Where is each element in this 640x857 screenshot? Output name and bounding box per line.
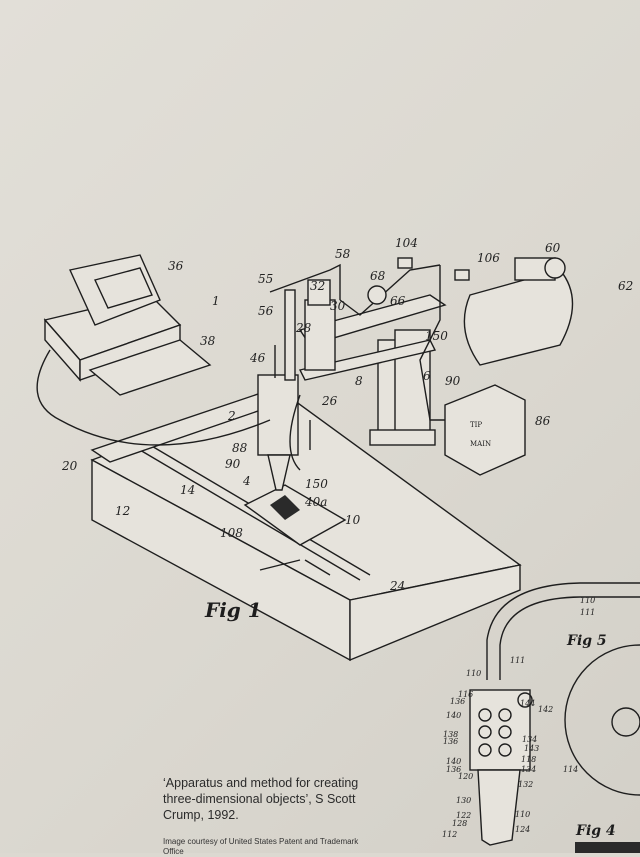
- gauge: [367, 285, 387, 305]
- ref-label: 128: [452, 819, 467, 828]
- caption-credit: Image courtesy of United States Patent a…: [163, 837, 359, 856]
- ref-label: 142: [538, 705, 553, 714]
- ref-label: 132: [518, 780, 533, 789]
- ref-label: 144: [520, 699, 535, 708]
- tank: [463, 269, 574, 366]
- extrusion-head: [257, 374, 299, 456]
- ref-label: 124: [515, 825, 530, 834]
- ref-label: 56: [258, 304, 274, 318]
- ref-label: 86: [535, 414, 551, 428]
- ref-label: 8: [355, 374, 363, 388]
- ref-label: 134: [522, 735, 537, 744]
- ref-label: 112: [442, 830, 457, 839]
- ref-label: 104: [395, 236, 418, 250]
- ref-label: 6: [423, 369, 431, 383]
- ref-label: 150: [425, 329, 448, 343]
- ref-label: 26: [321, 394, 338, 408]
- ref-label: 90: [225, 457, 241, 471]
- ref-label: 58: [335, 247, 351, 261]
- ref-label: 55: [258, 272, 273, 286]
- ref-label: 4: [242, 474, 251, 488]
- keyboard: [88, 339, 212, 396]
- fig4-title: Fig 4: [575, 823, 616, 839]
- ref-label: 28: [295, 321, 312, 335]
- ref-label: 20: [61, 459, 78, 473]
- tip-label: TIP: [470, 421, 482, 429]
- ref-label: 68: [370, 269, 386, 283]
- ref-label: 1: [212, 294, 220, 308]
- ref-label: 122: [456, 811, 471, 820]
- ref-label: 14: [180, 483, 195, 497]
- ref-label: 118: [521, 755, 536, 764]
- ref-label: 136: [443, 737, 458, 746]
- fig1-apparatus: TIP MAIN: [36, 254, 574, 662]
- ref-label: 114: [563, 765, 578, 774]
- fig1-title: Fig 1: [204, 598, 262, 622]
- ref-label: 138: [443, 730, 458, 739]
- ref-label: 24: [389, 579, 405, 593]
- build-stage: [243, 484, 347, 546]
- ref-label: 111: [580, 608, 595, 617]
- ref-label: 134: [521, 765, 536, 774]
- ref-label: 116: [458, 690, 473, 699]
- ref-label: 60: [545, 241, 561, 255]
- ref-label: 140: [446, 711, 461, 720]
- ref-label: 38: [200, 334, 216, 348]
- ref-label: 136: [446, 765, 461, 774]
- caption-title: ‘Apparatus and method for creating three…: [163, 776, 359, 822]
- ref-label: 10: [345, 513, 361, 527]
- ref-label: 150: [305, 477, 328, 491]
- fig1-labels: 36 38 1 55 56 58 104 106 60 62 68 32 30 …: [61, 236, 633, 622]
- ref-label: 12: [115, 504, 130, 518]
- ref-label: 46: [249, 351, 266, 365]
- ref-label: 40a: [304, 495, 327, 509]
- ref-label: 120: [458, 772, 473, 781]
- ref-label: 90: [445, 374, 461, 388]
- ref-label: 32: [310, 279, 325, 293]
- ref-label: 111: [510, 656, 525, 665]
- control-box: [444, 384, 526, 476]
- main-label: MAIN: [470, 440, 491, 448]
- ref-label: 143: [524, 744, 539, 753]
- fig5-title: Fig 5: [566, 633, 607, 649]
- ref-label: 108: [220, 526, 243, 540]
- ref-label: 62: [618, 279, 633, 293]
- ref-label: 106: [477, 251, 500, 265]
- ref-label: 110: [580, 596, 595, 605]
- fig5-nozzle: 110 111 111 110 116 136 140 138 136 140 …: [442, 582, 640, 853]
- ref-label: 88: [232, 441, 248, 455]
- ref-label: 66: [390, 294, 406, 308]
- ref-label: 110: [515, 810, 530, 819]
- ref-label: 130: [456, 796, 471, 805]
- ref-label: 2: [227, 409, 236, 423]
- ref-label: 30: [330, 299, 346, 313]
- ref-label: 136: [450, 697, 465, 706]
- ref-label: 110: [466, 669, 481, 678]
- ref-label: 36: [168, 259, 184, 273]
- ref-label: 140: [446, 757, 461, 766]
